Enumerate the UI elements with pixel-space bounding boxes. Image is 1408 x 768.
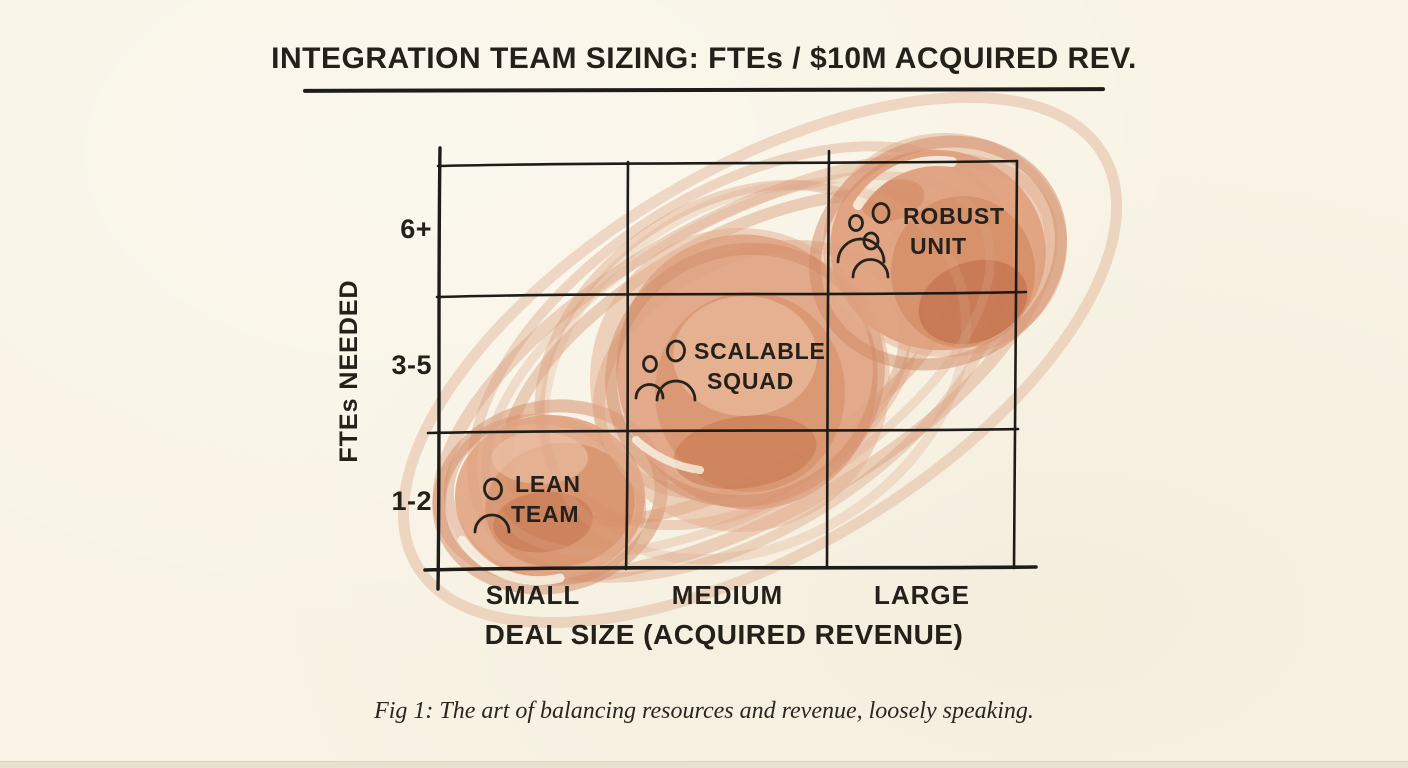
- figure-caption: Fig 1: The art of balancing resources an…: [374, 698, 1034, 724]
- grid-lines: [423, 146, 1038, 591]
- lean-team-blob: [432, 399, 668, 595]
- x-tick-small: SMALL: [485, 580, 581, 610]
- robust-unit-label-line1: ROBUST: [903, 203, 1005, 229]
- three-person-icon: [836, 202, 891, 279]
- y-axis-title: FTEs NEEDED: [335, 279, 363, 463]
- y-axis-line: [436, 146, 442, 591]
- grid-top-border: [436, 159, 1019, 168]
- lean-team-label-line2: TEAM: [511, 501, 580, 527]
- single-person-icon: [473, 477, 511, 534]
- grid-vline-1: [624, 160, 630, 571]
- scalable-squad-label-line1: SCALABLE: [694, 338, 826, 364]
- lean-team-label-line1: LEAN: [515, 471, 581, 497]
- grid-hline-1: [435, 290, 1028, 299]
- grid-right-border: [1012, 159, 1019, 570]
- chart-title: INTEGRATION TEAM SIZING: FTEs / $10M ACQ…: [271, 42, 1137, 75]
- two-person-icon: [634, 339, 697, 402]
- scalable-squad-label-line2: SQUAD: [707, 368, 795, 394]
- x-tick-medium: MEDIUM: [671, 580, 784, 610]
- x-axis-title: DEAL SIZE (ACQUIRED REVENUE): [484, 619, 964, 650]
- y-tick-3-5: 3-5: [391, 350, 432, 380]
- grid-hline-2: [426, 427, 1020, 435]
- y-tick-6plus: 6+: [400, 214, 432, 244]
- y-tick-1-2: 1-2: [391, 486, 432, 516]
- x-axis-line: [423, 565, 1038, 572]
- robust-unit-label-line2: UNIT: [910, 233, 967, 259]
- scalable-squad-blob: [590, 228, 890, 532]
- robust-unit-blob: [809, 133, 1067, 371]
- grid-vline-2: [825, 149, 831, 570]
- bottom-edge-strip: [0, 761, 1408, 768]
- watercolor-layer: [397, 91, 1123, 629]
- x-tick-large: LARGE: [874, 580, 970, 610]
